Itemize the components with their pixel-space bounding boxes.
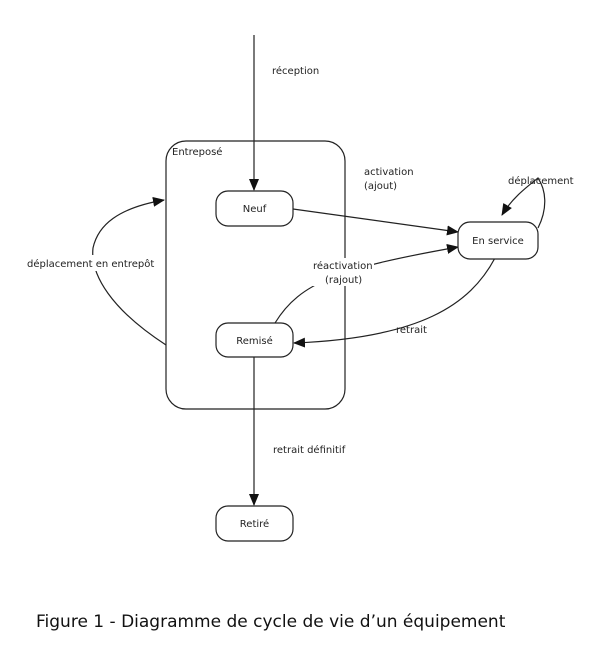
state-remise-label: Remisé [236,335,273,347]
activation-label-1: activation [364,167,414,178]
activation-arrow [292,208,459,236]
state-neuf [215,190,294,227]
retrait-arrow [293,257,496,348]
deplacement-label: déplacement [508,175,574,187]
entrepose-label: Entreposé [172,146,222,158]
deplacement-loop-arrow [501,177,546,229]
state-retire-label: Retiré [240,518,269,530]
retrait-definitif-label: retrait définitif [273,444,346,456]
figure-caption: Figure 1 - Diagramme de cycle de vie d’u… [36,612,506,632]
reactivation-label-1: réactivation [313,260,373,272]
activation-label-2: (ajout) [364,181,397,192]
reception-label: réception [272,65,319,77]
reactivation-label-2: (rajout) [325,275,362,286]
state-remise [215,322,294,358]
state-en-service-label: En service [472,236,524,247]
state-neuf-label: Neuf [243,204,267,215]
deplacement-entrepot-arrow [92,196,167,346]
state-retire [215,505,294,542]
deplacement-entrepot-label: déplacement en entrepôt [27,258,154,270]
state-en-service [457,221,539,260]
retrait-label: retrait [396,325,427,336]
